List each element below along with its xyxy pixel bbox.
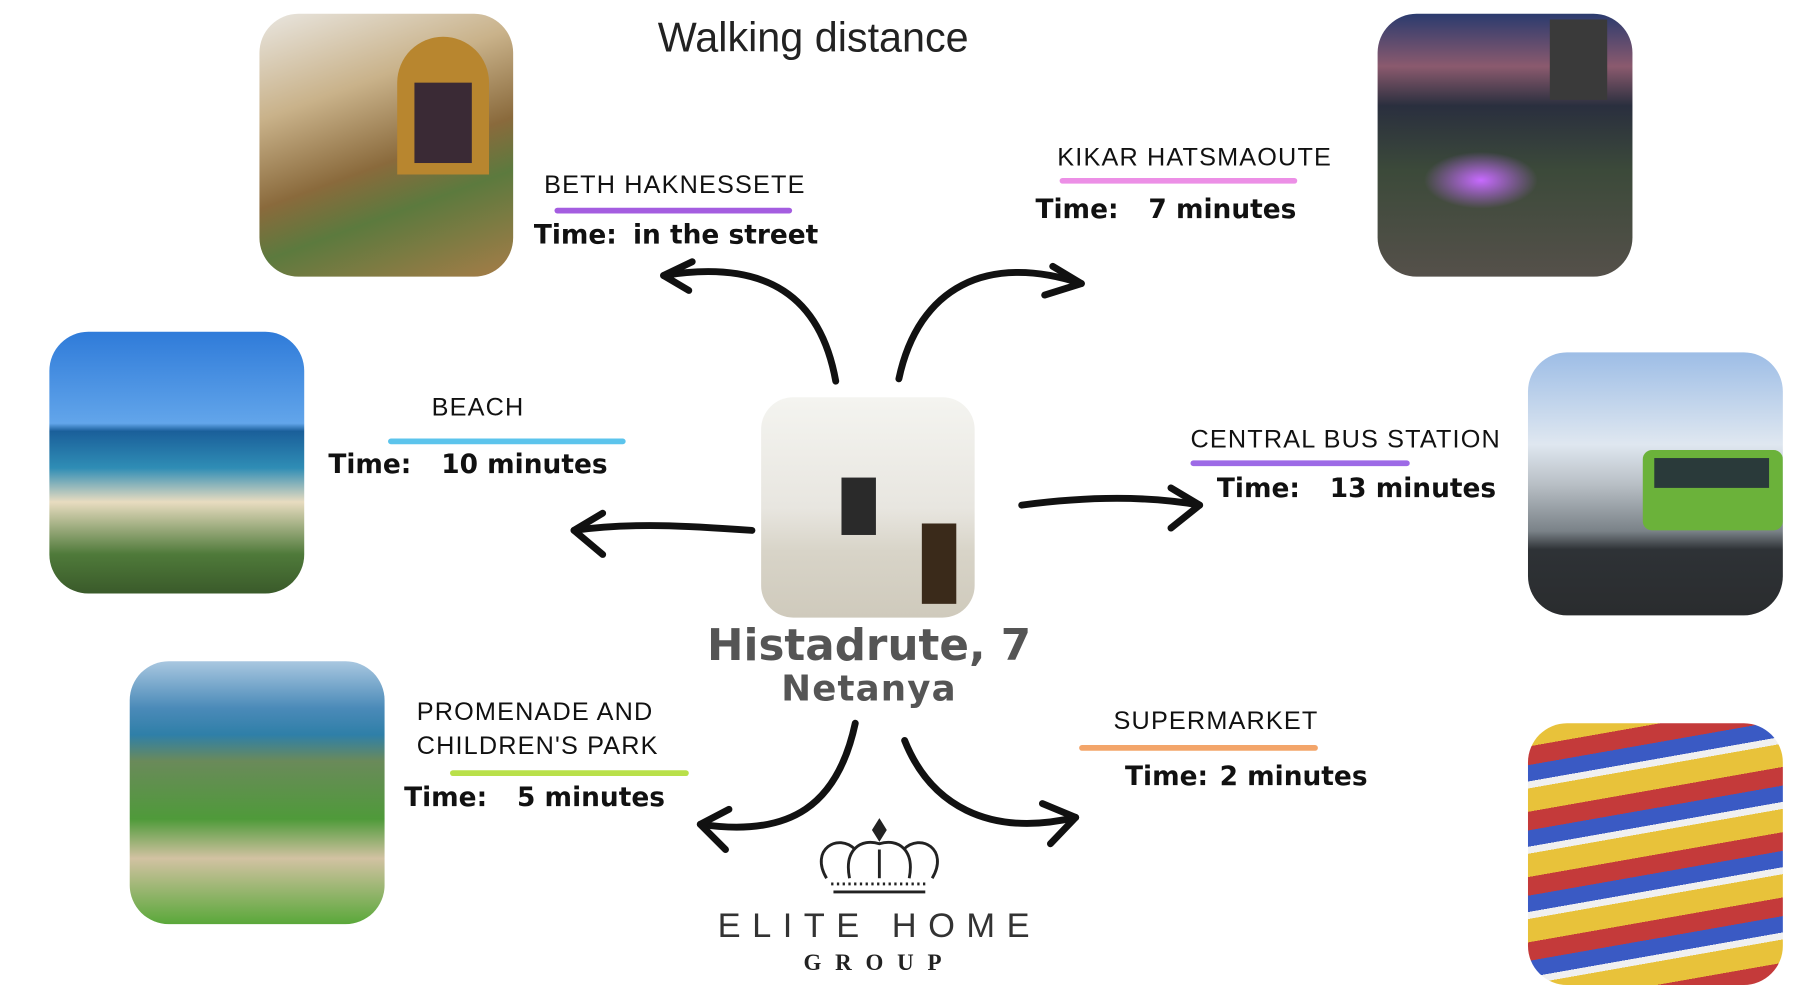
- arrow-to-supermarket: [901, 737, 1080, 848]
- promenade-label-line1: PROMENADE AND: [416, 696, 654, 726]
- arrow-to-kikar: [895, 262, 1085, 383]
- bus-station-photo: [1527, 352, 1783, 616]
- arrow-to-promenade: [696, 719, 859, 853]
- promenade-underline: [450, 770, 689, 777]
- beach-photo: [49, 331, 305, 594]
- center-city: Netanya: [781, 668, 957, 710]
- kikar-hatsmaoute-photo: [1377, 13, 1633, 277]
- beach-label: BEACH: [431, 392, 525, 422]
- synagogue-photo: [259, 13, 514, 277]
- promenade-time: Time:5 minutes: [404, 782, 665, 813]
- supermarket-photo: [1527, 723, 1783, 985]
- beth-haknessete-underline: [554, 207, 793, 214]
- beth-haknessete-time: Time:in the street: [533, 220, 819, 251]
- page-title: Walking distance: [657, 13, 969, 61]
- apartment-photo: [761, 397, 975, 618]
- central-bus-station-label: CENTRAL BUS STATION: [1190, 424, 1501, 454]
- supermarket-label: SUPERMARKET: [1113, 706, 1319, 735]
- kikar-hatsmaoute-underline: [1059, 177, 1298, 184]
- beach-underline: [388, 438, 626, 445]
- central-bus-station-underline: [1190, 460, 1410, 467]
- arrow-to-beach: [570, 509, 756, 558]
- arrow-to-bus-station: [1018, 484, 1204, 532]
- supermarket-time: Time:2 minutes: [1125, 762, 1368, 793]
- beth-haknessete-label: BETH HAKNESSETE: [544, 169, 806, 199]
- logo-text-group: GROUP: [803, 950, 956, 976]
- promenade-photo: [129, 661, 385, 925]
- logo-text-elite-home: ELITE HOME: [717, 906, 1042, 945]
- beach-time: Time:10 minutes: [328, 450, 608, 480]
- kikar-hatsmaoute-label: KIKAR HATSMAOUTE: [1057, 142, 1333, 172]
- central-bus-station-time: Time:13 minutes: [1216, 474, 1497, 504]
- arrow-to-beth-haknessete: [660, 258, 840, 385]
- center-address: Histadrute, 7: [706, 619, 1032, 671]
- promenade-label-line2: CHILDREN'S PARK: [416, 731, 659, 760]
- crown-logo-icon: [819, 818, 939, 894]
- kikar-hatsmaoute-time: Time:7 minutes: [1035, 195, 1297, 226]
- supermarket-underline: [1079, 745, 1318, 751]
